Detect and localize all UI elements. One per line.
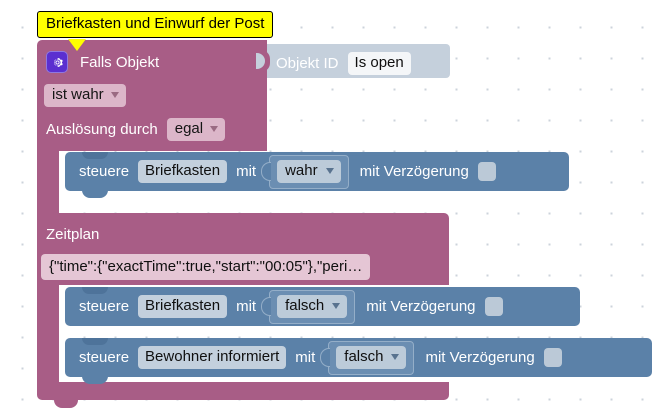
chevron-down-icon [210,126,219,132]
statement-1-target[interactable]: Briefkasten [138,160,228,183]
schedule-block-top-notch [53,213,79,220]
statement-2-value-dropdown[interactable]: falsch [277,294,348,318]
statement-3-verb: steuere [79,349,130,366]
statement-block-2[interactable]: steuere Briefkasten mit falsch mit Verzö… [65,287,580,326]
statement-3-delay-label: mit Verzögerung [425,349,535,366]
statement-2-with-label: mit [236,298,257,315]
statement-3-target[interactable]: Bewohner informiert [138,346,287,369]
condition-block-spine-lower [37,282,59,386]
condition-block-title: Falls Objekt [80,53,160,71]
statement-2-top-notch [82,287,108,294]
statement-1-with-label: mit [236,163,257,180]
statement-1-value-label: wahr [285,161,318,179]
statement-3-top-notch [82,338,108,345]
statement-1-delay-checkbox[interactable] [477,162,496,181]
object-id-value[interactable]: Is open [347,52,411,75]
object-id-row: Objekt ID Is open [276,52,411,75]
trigger-row: Auslösung durch egal [46,118,226,141]
statement-3-delay-checkbox[interactable] [543,348,562,367]
state-dropdown-label: ist wahr [52,86,104,103]
trigger-dropdown[interactable]: egal [166,118,226,141]
chevron-down-icon [332,302,341,309]
statement-3-value-dropdown[interactable]: falsch [336,345,407,369]
trigger-dropdown-label: egal [174,120,204,137]
condition-block-foot [37,382,449,400]
chevron-down-icon [325,167,334,174]
condition-block-spine-upper [37,148,59,218]
statement-2-target[interactable]: Briefkasten [138,295,228,318]
trigger-label: Auslösung durch [46,121,158,138]
chevron-down-icon [110,92,119,98]
tooltip-arrow [68,39,86,51]
statement-2-delay-checkbox[interactable] [484,297,503,316]
statement-2-value-socket[interactable]: falsch [261,289,356,324]
state-dropdown[interactable]: ist wahr [44,84,126,107]
statement-1-bottom-tab [82,190,108,198]
statement-block-3[interactable]: steuere Bewohner informiert mit falsch m… [65,338,652,377]
statement-2-verb: steuere [79,298,130,315]
statement-block-1[interactable]: steuere Briefkasten mit wahr mit Verzöge… [65,152,569,191]
schedule-title-row: Zeitplan [46,226,99,243]
object-id-label: Objekt ID [276,55,339,72]
statement-3-with-label: mit [295,349,316,366]
statement-1-value-dropdown[interactable]: wahr [277,159,341,183]
statement-3-bottom-tab [82,376,108,384]
statement-1-delay-label: mit Verzögerung [359,163,469,180]
tooltip: Briefkasten und Einwurf der Post [37,11,274,38]
gear-icon[interactable] [46,51,68,73]
statement-2-value-label: falsch [285,296,325,314]
statement-1-value-socket[interactable]: wahr [261,154,349,189]
schedule-value-field[interactable]: {"time":{"exactTime":true,"start":"00:05… [41,254,371,280]
condition-block-title-row: Falls Objekt [46,51,159,73]
statement-3-value-socket[interactable]: falsch [320,340,415,375]
object-id-connector-notch [256,50,270,72]
statement-1-verb: steuere [79,163,130,180]
statement-1-top-notch [82,152,108,159]
condition-block-bottom-tab [54,399,78,408]
schedule-block-title: Zeitplan [46,226,100,243]
statement-3-value-label: falsch [344,347,384,365]
chevron-down-icon [391,353,400,360]
statement-2-delay-label: mit Verzögerung [366,298,476,315]
state-dropdown-row: ist wahr [44,84,126,107]
